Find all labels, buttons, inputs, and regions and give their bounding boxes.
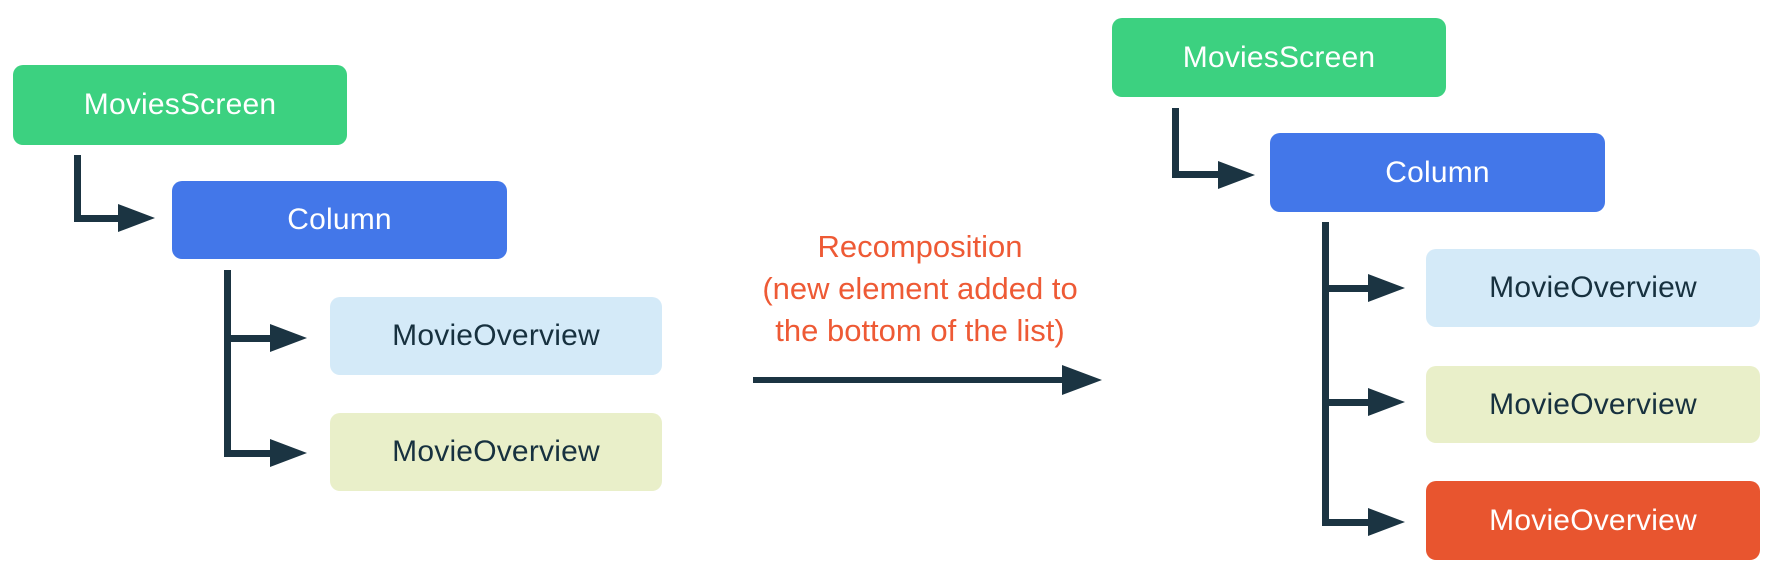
- right-branch-3-arrow-icon: [1368, 508, 1405, 536]
- left-tree-column: Column: [172, 181, 507, 259]
- caption-line-3: the bottom of the list): [775, 313, 1065, 348]
- right-branch-2-line: [1322, 399, 1368, 406]
- left-tree-root-moviesscreen: MoviesScreen: [13, 65, 347, 145]
- right-elbow-vertical-line: [1172, 108, 1179, 178]
- left-column-stem-line: [224, 270, 231, 457]
- right-tree-movieoverview-2: MovieOverview: [1426, 366, 1760, 443]
- left-elbow-horizontal-line: [74, 215, 122, 222]
- right-tree-column: Column: [1270, 133, 1605, 212]
- transition-arrow-icon: [1062, 365, 1102, 395]
- recomposition-caption: Recomposition (new element added to the …: [660, 226, 1180, 352]
- right-tree-root-moviesscreen: MoviesScreen: [1112, 18, 1446, 97]
- left-tree-movieoverview-1: MovieOverview: [330, 297, 662, 375]
- caption-line-1: Recomposition: [817, 229, 1023, 264]
- right-branch-1-arrow-icon: [1368, 274, 1405, 302]
- right-tree-movieoverview-1: MovieOverview: [1426, 249, 1760, 327]
- left-branch-1-line: [224, 335, 274, 342]
- right-column-stem-line: [1322, 222, 1329, 525]
- transition-arrow-line: [753, 377, 1065, 383]
- right-branch-1-line: [1322, 285, 1368, 292]
- left-branch-1-arrow-icon: [270, 324, 307, 352]
- left-elbow-vertical-line: [74, 155, 81, 222]
- left-elbow-arrow-icon: [118, 204, 155, 232]
- left-branch-2-line: [224, 450, 274, 457]
- caption-line-2: (new element added to: [762, 271, 1078, 306]
- right-elbow-horizontal-line: [1172, 171, 1218, 178]
- right-tree-movieoverview-3-new: MovieOverview: [1426, 481, 1760, 560]
- right-elbow-arrow-icon: [1218, 161, 1255, 189]
- right-branch-2-arrow-icon: [1368, 388, 1405, 416]
- right-branch-3-line: [1322, 519, 1368, 526]
- left-branch-2-arrow-icon: [270, 439, 307, 467]
- left-tree-movieoverview-2: MovieOverview: [330, 413, 662, 491]
